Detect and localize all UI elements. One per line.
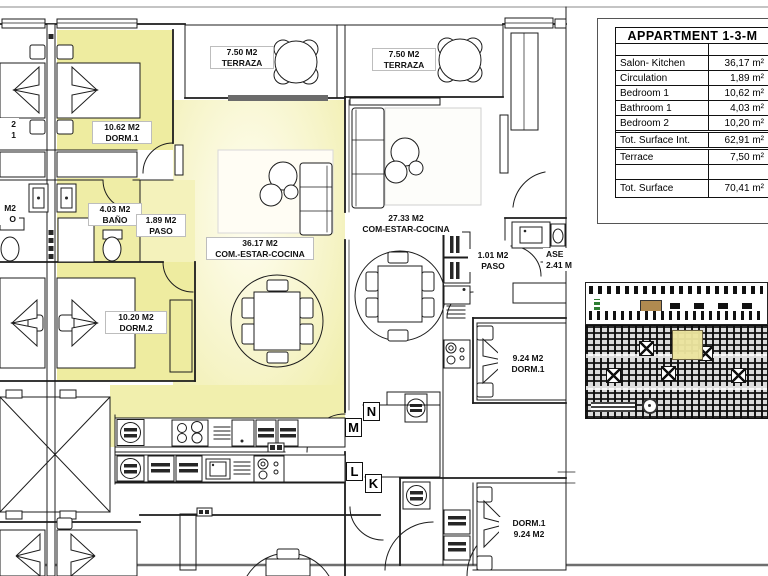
table-row: Bedroom 1 10,62 m² xyxy=(616,85,768,100)
table-row xyxy=(616,164,768,179)
table-title: APPARTMENT 1-3-M xyxy=(627,28,758,43)
table-row: Bathroom 1 4,03 m² xyxy=(616,100,768,115)
key-plan-top-strip xyxy=(585,282,768,325)
terrace-divider xyxy=(336,24,346,99)
sofa-right xyxy=(351,107,385,209)
kitchen-counter-lower xyxy=(114,454,346,483)
key-plan-shaft-icon xyxy=(731,368,746,383)
plant-main xyxy=(259,161,299,207)
kitchen-counter-upper xyxy=(114,417,346,448)
sofa-main xyxy=(299,162,333,236)
bed-dorm1-left-apartment xyxy=(0,44,46,135)
key-plan-highlighted-unit xyxy=(672,330,703,360)
unit-letter-l: L xyxy=(346,462,363,481)
exterior-walls xyxy=(0,17,567,29)
terrace-table-set-main xyxy=(273,39,319,85)
bed-dorm2-left-apartment xyxy=(0,277,46,369)
key-plan-scale-text xyxy=(591,402,635,412)
washer-dryer-units xyxy=(402,393,471,561)
table-row xyxy=(616,43,768,55)
area-table: APPARTMENT 1-3-M Salon- Kitchen 36,17 m²… xyxy=(615,27,768,198)
door-panels xyxy=(28,183,77,213)
bed-dorm2-main xyxy=(56,277,136,369)
dining-set-right xyxy=(354,250,446,342)
bed-dorm1-main xyxy=(56,44,141,135)
plant-right xyxy=(384,137,424,184)
unit-letter-k: K xyxy=(365,474,382,493)
table-row: Circulation 1,89 m² xyxy=(616,70,768,85)
kitchen-strip-right xyxy=(443,231,471,369)
salon-window xyxy=(228,95,328,101)
dining-set-main xyxy=(230,274,324,368)
dining-set-bottom xyxy=(246,548,330,576)
terrace-table-set-right xyxy=(437,37,483,83)
main-apartment-walls xyxy=(0,29,350,576)
key-plan-shaft-icon xyxy=(606,368,621,383)
key-plan xyxy=(585,280,768,422)
table-row: Salon- Kitchen 36,17 m² xyxy=(616,55,768,70)
unit-letter-m: M xyxy=(345,418,362,437)
key-plan-shaft-icon xyxy=(639,341,654,356)
aseo-fixtures xyxy=(511,221,566,249)
bathroom-fixtures xyxy=(0,217,123,263)
table-row-total: Tot. Surface 70,41 m² xyxy=(616,179,768,197)
table-row: Terrace 7,50 m² xyxy=(616,147,768,164)
party-wall xyxy=(46,23,56,576)
wardrobes xyxy=(0,32,567,571)
salon-window-right xyxy=(349,97,441,106)
bottom-left-bedroom xyxy=(0,507,381,576)
table-row: Bedroom 2 10,20 m² xyxy=(616,115,768,130)
north-compass-icon xyxy=(642,398,658,414)
kitchen-mid-wall xyxy=(114,414,346,485)
shaft-x-box xyxy=(0,389,111,520)
key-plan-shaft-icon xyxy=(661,366,676,381)
table-row-total-int: Tot. Surface Int. 62,91 m² xyxy=(616,130,768,147)
unit-letter-n: N xyxy=(363,402,380,421)
